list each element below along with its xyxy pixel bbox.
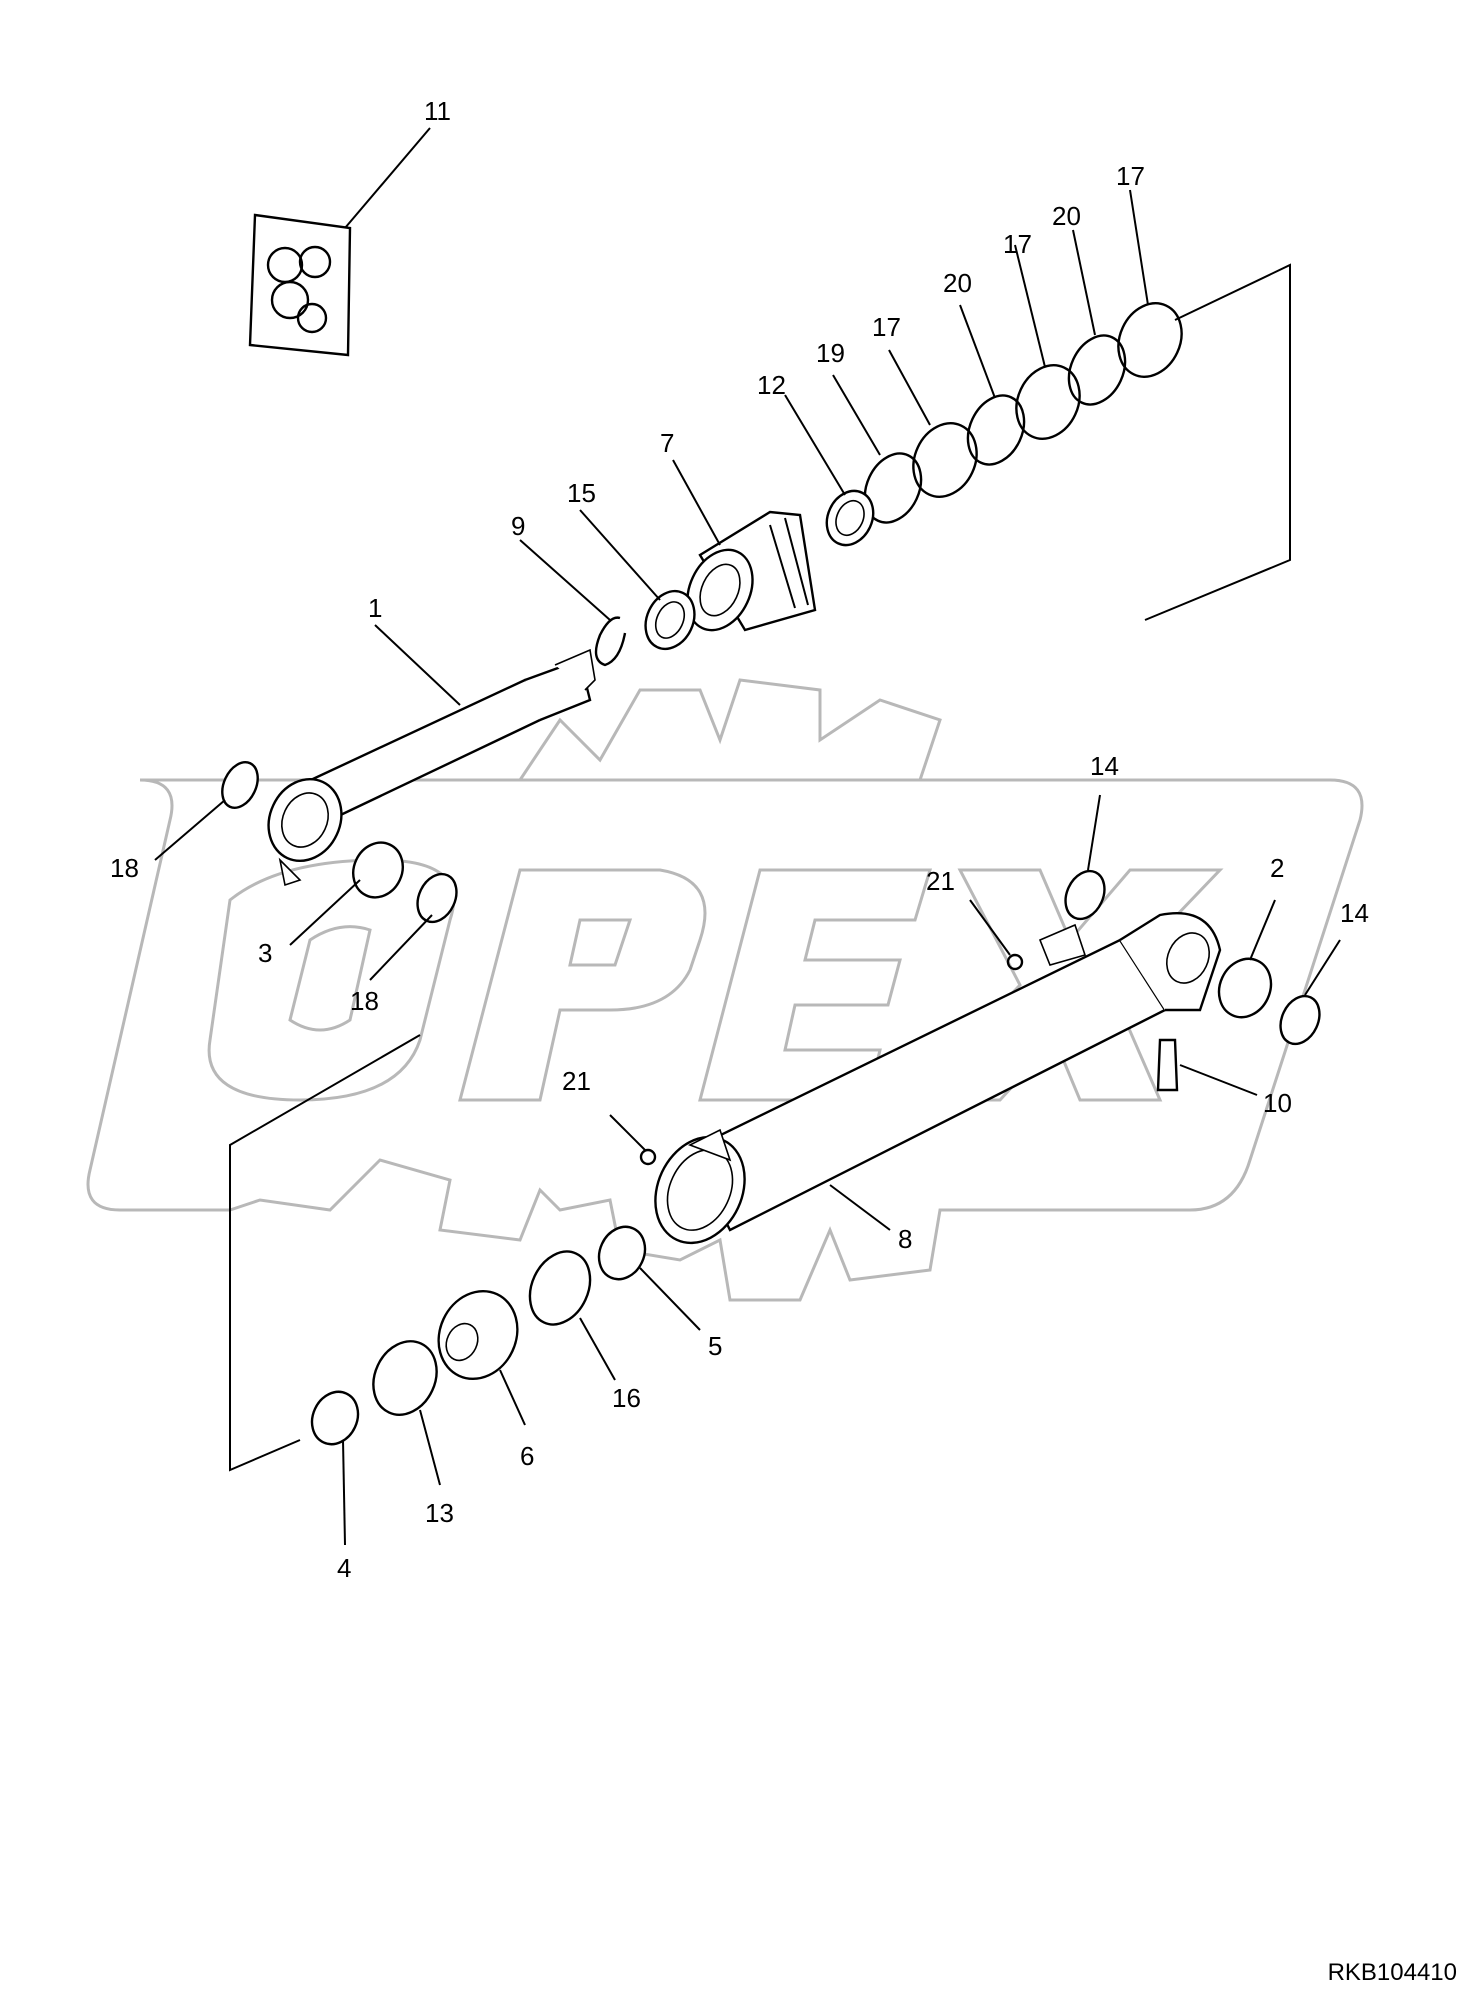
dust-seal-18-right (416, 872, 458, 924)
cylinder-head-7 (686, 510, 817, 632)
callout-6: 6 (520, 1441, 534, 1471)
callout-labels: 11 17 20 17 20 17 19 12 7 15 9 1 18 3 18… (110, 96, 1369, 1583)
callout-5: 5 (708, 1331, 722, 1361)
dust-seal-14-top (1064, 869, 1106, 921)
callout-18-b: 18 (350, 986, 379, 1016)
callout-14-b: 14 (1340, 898, 1369, 928)
callout-3: 3 (258, 938, 272, 968)
callout-13: 13 (425, 1498, 454, 1528)
rod-end-seals (221, 761, 458, 924)
leader-lines (154, 127, 1341, 1546)
cylinder-tube-8 (654, 912, 1222, 1245)
callout-21-a: 21 (926, 866, 955, 896)
callout-17-c: 17 (1116, 161, 1145, 191)
bottom-end-parts (639, 869, 1321, 1166)
bushing-2 (1217, 957, 1273, 1019)
wear-ring-16 (528, 1250, 592, 1326)
callout-1: 1 (368, 593, 382, 623)
callout-20-a: 20 (943, 268, 972, 298)
watermark-letter-p (458, 868, 707, 1102)
callout-2: 2 (1270, 853, 1284, 883)
ring-20-top (1067, 334, 1127, 406)
callout-12: 12 (757, 370, 786, 400)
callout-9: 9 (511, 511, 525, 541)
callout-14-a: 14 (1090, 751, 1119, 781)
piston-stack (310, 1225, 647, 1446)
piston-rod-1 (267, 648, 596, 887)
o-ring-21-upper (1006, 953, 1024, 971)
callout-4: 4 (337, 1553, 351, 1583)
o-ring-21-lower (639, 1148, 657, 1166)
callout-10: 10 (1263, 1088, 1292, 1118)
watermark-letter-o (207, 858, 456, 1102)
callout-8: 8 (898, 1224, 912, 1254)
callout-19: 19 (816, 338, 845, 368)
callout-15: 15 (567, 478, 596, 508)
callout-17-b: 17 (1003, 229, 1032, 259)
ring-17-top (1117, 302, 1183, 378)
callout-17-a: 17 (872, 312, 901, 342)
seal-rings-group (863, 302, 1183, 524)
kit-boundary-lines (229, 263, 1291, 1472)
grease-fitting-10 (1156, 1038, 1179, 1092)
callout-21-b: 21 (562, 1066, 591, 1096)
snap-ring-9 (594, 616, 627, 667)
piston-kit-bracket (229, 1034, 421, 1472)
callout-18-a: 18 (110, 853, 139, 883)
watermark-gear-teeth (518, 678, 942, 781)
dust-seal-18-left (221, 761, 259, 809)
dust-seal-14-right (1279, 994, 1321, 1046)
ring-17-low (912, 422, 978, 498)
ring-13 (372, 1340, 438, 1416)
callout-7: 7 (660, 428, 674, 458)
ring-19 (863, 452, 923, 524)
nut-4 (310, 1390, 360, 1446)
seal-kit-bag (248, 213, 352, 357)
callout-11: 11 (424, 96, 451, 126)
bushing-12 (825, 489, 875, 547)
seal-kit-bracket (1144, 263, 1291, 621)
ring-17-mid (1015, 364, 1081, 440)
nut-5 (597, 1225, 647, 1281)
bushing-3 (352, 841, 404, 899)
callout-20-b: 20 (1052, 201, 1081, 231)
callout-16: 16 (612, 1383, 641, 1413)
drawing-code: RKB104410 (1328, 1959, 1457, 1986)
bushing-15 (644, 589, 696, 651)
ring-20-mid (966, 394, 1026, 466)
